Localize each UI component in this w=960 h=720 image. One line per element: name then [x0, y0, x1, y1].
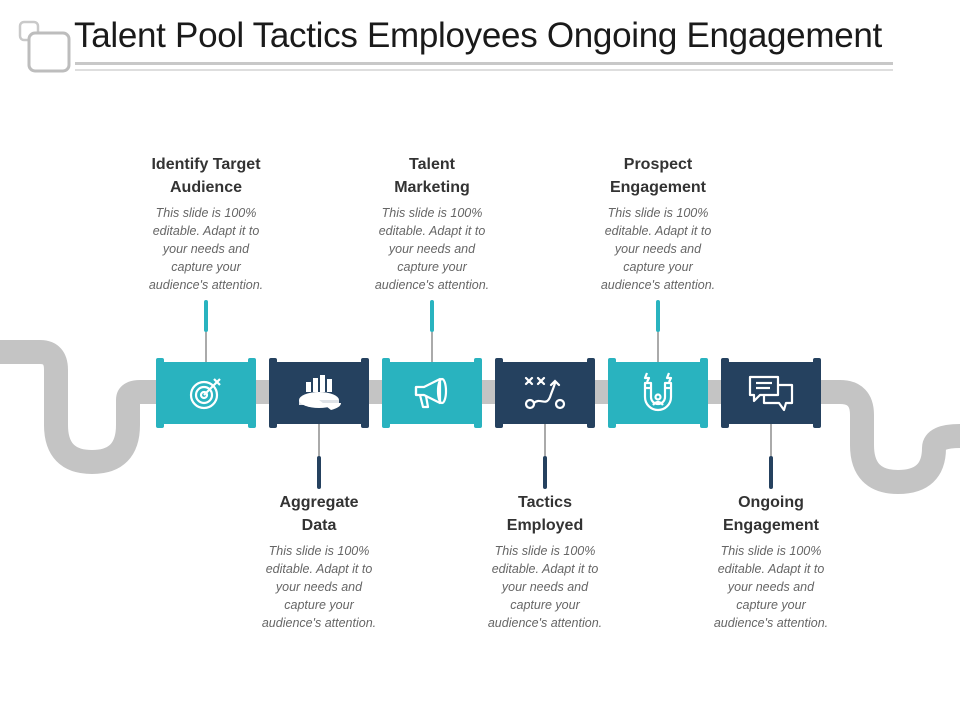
step-description: This slide is 100% editable. Adapt it to…	[261, 544, 377, 630]
step-block-3	[382, 358, 482, 428]
step-block-4	[495, 358, 595, 428]
step-heading: Talent Marketing	[394, 156, 470, 196]
step-heading: Prospect Engagement	[609, 156, 706, 196]
step-block-1	[156, 358, 256, 428]
page-title: Talent Pool Tactics Employees Ongoing En…	[74, 16, 882, 55]
title-divider	[75, 62, 893, 65]
step-description: This slide is 100% editable. Adapt it to…	[713, 544, 829, 630]
target-icon	[189, 378, 221, 410]
logo-squares-icon	[18, 20, 71, 73]
step-block-6	[721, 358, 821, 428]
title-divider-secondary	[75, 69, 893, 71]
step-heading: Ongoing Engagement	[722, 494, 819, 534]
step-block-2	[269, 358, 369, 428]
step-heading: Tactics Employed	[506, 494, 584, 534]
step-description: This slide is 100% editable. Adapt it to…	[148, 206, 264, 292]
step-label-3: Talent Marketing This slide is 100% edit…	[357, 153, 507, 294]
step-block-5	[608, 358, 708, 428]
step-label-4: Tactics Employed This slide is 100% edit…	[470, 491, 620, 632]
step-label-5: Prospect Engagement This slide is 100% e…	[583, 153, 733, 294]
step-label-6: Ongoing Engagement This slide is 100% ed…	[696, 491, 846, 632]
step-description: This slide is 100% editable. Adapt it to…	[600, 206, 716, 292]
step-description: This slide is 100% editable. Adapt it to…	[487, 544, 603, 630]
pie-chart-icon	[299, 375, 342, 410]
magnet-icon	[643, 372, 673, 412]
step-label-2: Aggregate Data This slide is 100% editab…	[244, 491, 394, 632]
step-label-1: Identify Target Audience This slide is 1…	[131, 153, 281, 294]
step-heading: Identify Target Audience	[151, 156, 261, 196]
step-heading: Aggregate Data	[279, 494, 359, 534]
step-description: This slide is 100% editable. Adapt it to…	[374, 206, 490, 292]
strategy-icon	[524, 376, 566, 410]
megaphone-icon	[414, 377, 448, 409]
chat-icon	[748, 375, 794, 412]
